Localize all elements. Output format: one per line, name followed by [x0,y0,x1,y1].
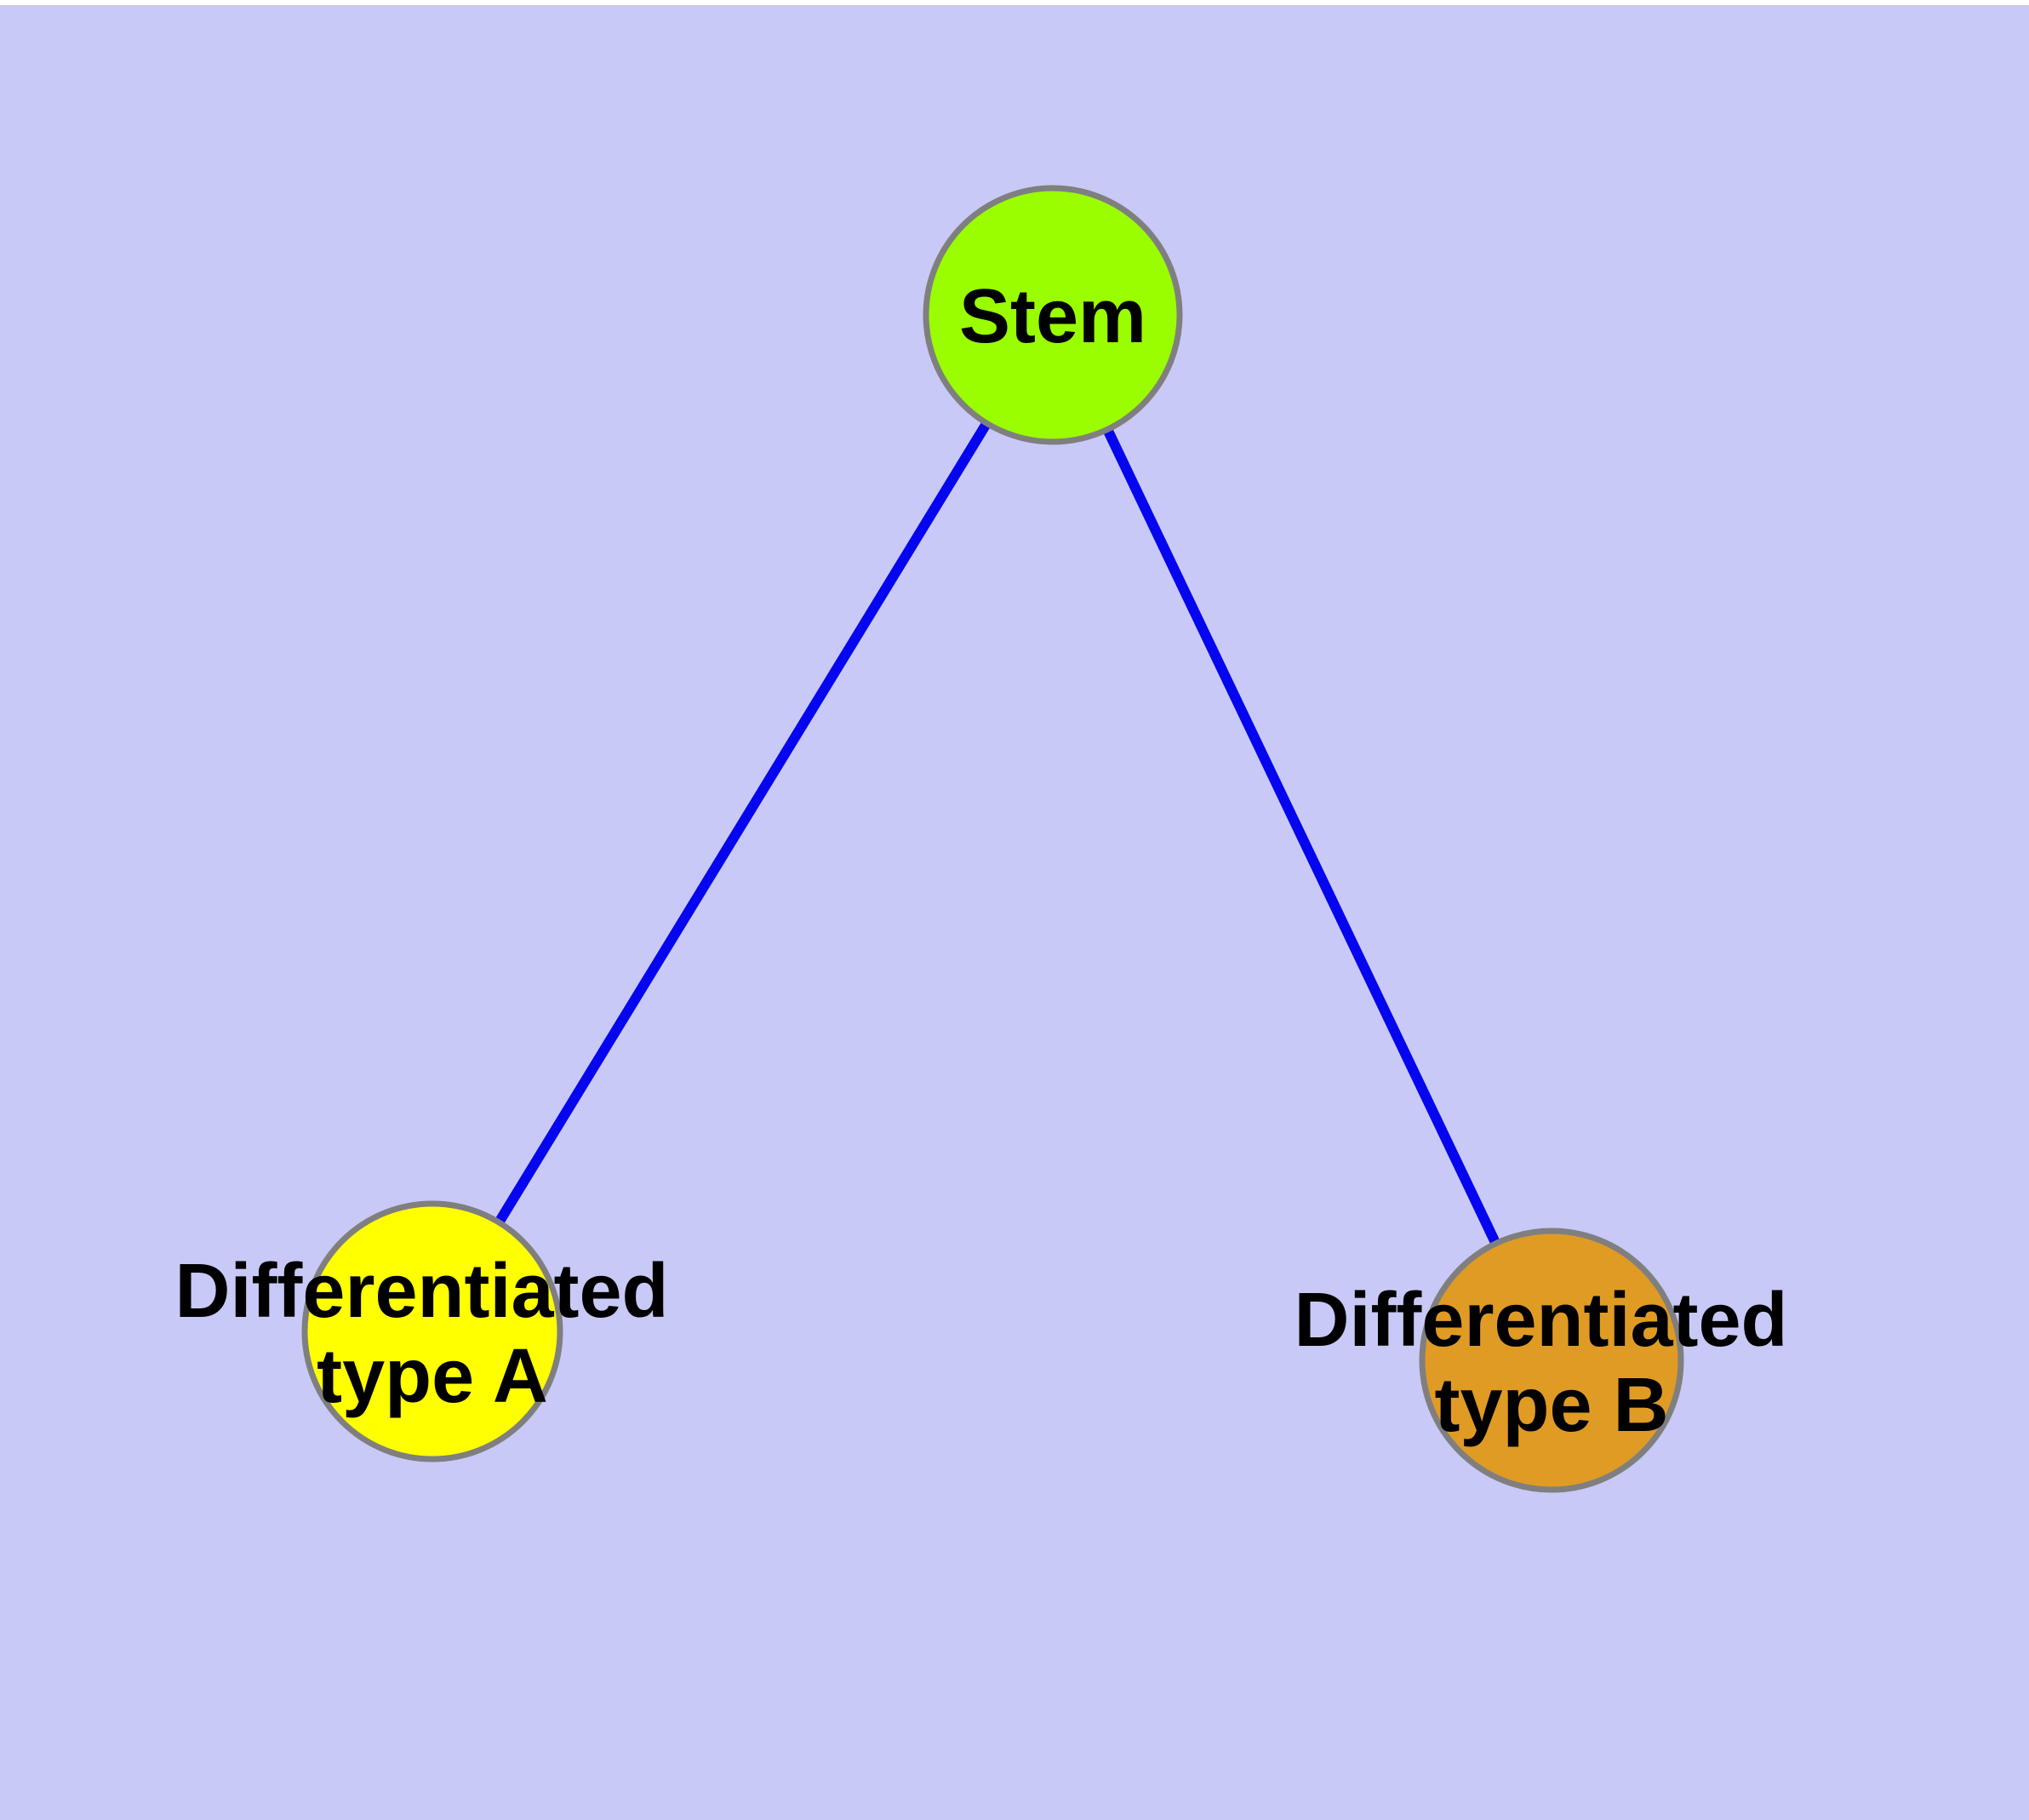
node-type-b-label-line2: type B [1434,1363,1668,1448]
node-type-a-label-line1: Differentiated [174,1249,668,1334]
node-type-a-label-line2: type A [317,1334,548,1419]
node-type-b-label-line1: Differentiated [1294,1278,1787,1363]
node-differentiated-type-b [1419,1228,1684,1493]
edge-stem-to-type-b [1048,312,1557,1363]
node-type-a-label: Differentiated type A [174,1249,689,1419]
node-type-b-label: Differentiated type B [1294,1278,1809,1448]
top-edge-strip [0,0,2029,5]
node-stem [923,185,1183,445]
node-stem-label: Stem [959,274,1146,359]
edge-stem-to-type-a [427,312,1058,1335]
node-differentiated-type-a [301,1200,563,1462]
